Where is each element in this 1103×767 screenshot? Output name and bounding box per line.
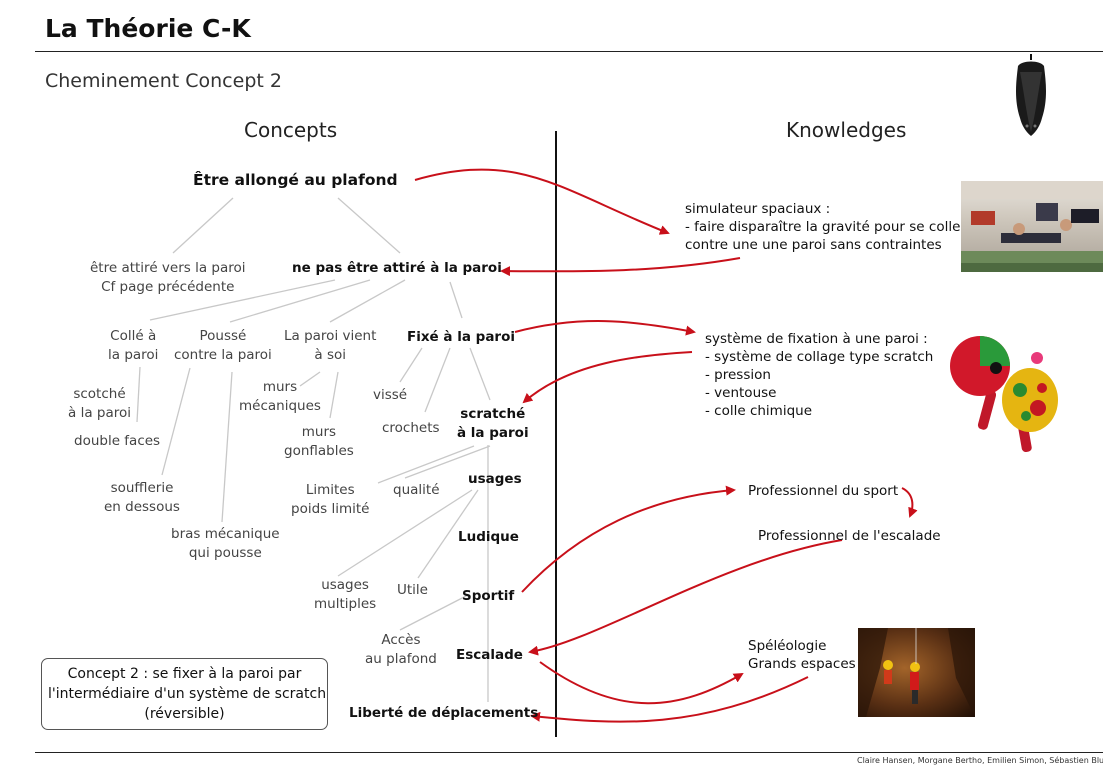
- tree-line: [377, 445, 475, 484]
- page-subtitle: Cheminement Concept 2: [45, 70, 282, 92]
- arrow-speleo-to-liberte: [530, 676, 809, 723]
- arrow-prosport-to-proescalade: [901, 487, 918, 518]
- tree-line: [161, 367, 191, 476]
- tree-line: [299, 371, 321, 387]
- footer-authors: Claire Hansen, Morgane Bertho, Emilien S…: [857, 756, 1103, 765]
- velcro-paddles-image: [950, 330, 1060, 452]
- concept-murs-gonflables: murs gonflables: [284, 424, 354, 459]
- footer-rule: [35, 752, 1103, 753]
- concept-attire: être attiré vers la paroi Cf page précéd…: [90, 260, 246, 295]
- concept-ne-pas-attire: ne pas être attiré à la paroi: [292, 260, 502, 276]
- concept-paroi-vient: La paroi vient à soi: [284, 328, 377, 363]
- tree-line: [417, 489, 479, 579]
- concept-bras-mecanique: bras mécanique qui pousse: [171, 526, 280, 561]
- knowledge-fixation: système de fixation à une paroi : - syst…: [705, 331, 934, 419]
- tree-line: [136, 366, 141, 423]
- arrow-root-to-simulateur: [414, 168, 670, 235]
- tree-line: [337, 197, 401, 254]
- concept-usages: usages: [468, 471, 522, 487]
- concept-escalade: Escalade: [456, 647, 523, 663]
- tree-line: [329, 371, 339, 419]
- tree-line: [221, 371, 233, 523]
- concept-utile: Utile: [397, 582, 428, 598]
- concept-double-faces: double faces: [74, 433, 161, 449]
- concept-fixe: Fixé à la paroi: [407, 329, 515, 345]
- concept-murs-mecaniques: murs mécaniques: [239, 379, 321, 414]
- knowledge-speleo: Spéléologie Grands espaces: [748, 638, 856, 672]
- tree-line: [172, 197, 234, 254]
- tree-line: [229, 279, 371, 323]
- concept-summary-box: Concept 2 : se fixer à la paroi par l'in…: [41, 658, 328, 730]
- concept-visse: vissé: [373, 387, 408, 403]
- concept-qualite: qualité: [393, 482, 440, 498]
- concept-acces: Accès au plafond: [365, 632, 437, 667]
- header-rule: [35, 51, 1103, 52]
- page-title: La Théorie C-K: [45, 14, 251, 43]
- knowledge-pro-sport: Professionnel du sport: [748, 483, 899, 499]
- concept-root: Être allongé au plafond: [193, 171, 398, 189]
- tree-line: [424, 347, 451, 413]
- zero-gravity-photo: [961, 181, 1103, 272]
- tree-line: [399, 347, 423, 383]
- tree-line: [399, 594, 469, 631]
- arrow-fixation-to-scratche: [522, 351, 693, 404]
- arrow-proescalade-to-escalade: [528, 539, 843, 656]
- tree-line: [329, 279, 406, 323]
- arrow-sportif-to-prosport: [521, 485, 736, 593]
- concept-scotche: scotché à la paroi: [68, 386, 131, 421]
- concept-limites: Limites poids limité: [291, 482, 370, 517]
- concepts-header: Concepts: [244, 118, 338, 142]
- tree-line: [149, 279, 336, 321]
- caving-photo: [858, 628, 975, 717]
- concept-soufflerie: soufflerie en dessous: [104, 480, 180, 515]
- concept-liberte: Liberté de déplacements: [349, 705, 539, 721]
- concept-usages-multiples: usages multiples: [314, 577, 377, 612]
- tree-line: [469, 347, 491, 401]
- knowledges-header: Knowledges: [786, 118, 907, 142]
- knowledge-simulateur: simulateur spaciaux : - faire disparaîtr…: [685, 201, 966, 253]
- concept-colle: Collé à la paroi: [108, 328, 159, 363]
- concept-scratche: scratché à la paroi: [457, 406, 529, 441]
- concept-pousse: Poussé contre la paroi: [174, 328, 272, 363]
- ck-divider: [555, 131, 557, 737]
- tree-line: [404, 445, 491, 479]
- bat-icon: [1010, 52, 1052, 138]
- tree-line: [449, 281, 463, 319]
- tree-line: [337, 489, 473, 577]
- arrow-fixe-to-fixation: [514, 320, 696, 336]
- knowledge-pro-escalade: Professionnel de l'escalade: [758, 528, 941, 544]
- arrow-escalade-to-speleo: [539, 661, 744, 705]
- arrow-simulateur-to-nepas: [500, 257, 741, 277]
- concept-ludique: Ludique: [458, 529, 519, 545]
- concept-crochets: crochets: [382, 420, 440, 436]
- concept-sportif: Sportif: [462, 588, 515, 604]
